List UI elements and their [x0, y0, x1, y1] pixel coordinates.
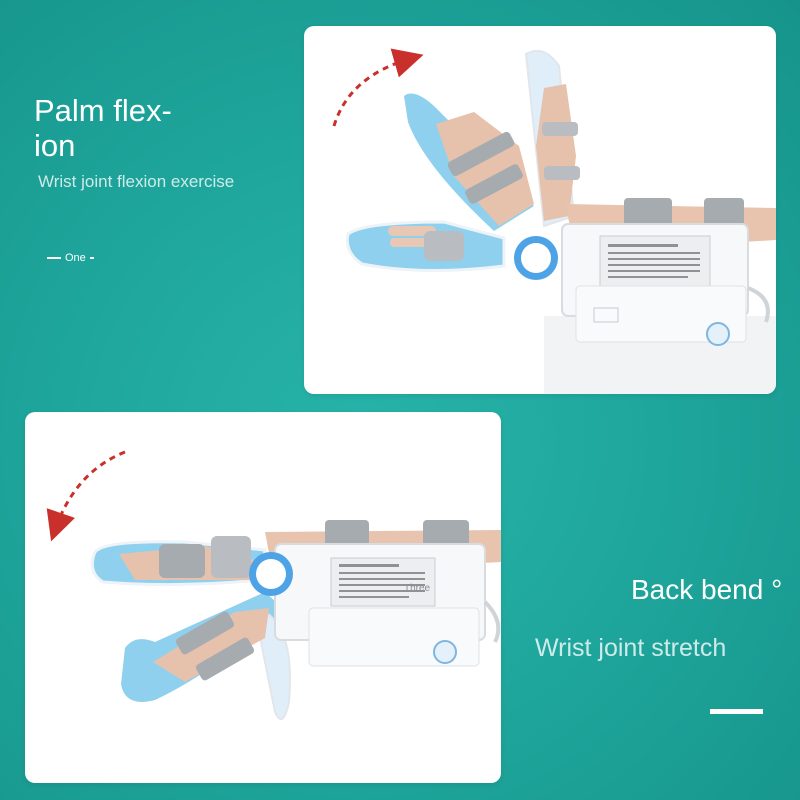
step-one-label: One [65, 252, 86, 264]
flexion-direction-arrow [332, 48, 424, 127]
wrist-stretch-subtitle: Wrist joint stretch [535, 634, 727, 662]
back-bend-direction-arrow [46, 450, 126, 542]
step-one-tag: One [47, 252, 94, 264]
back-bend-title: Back bend ° [631, 574, 783, 605]
palm-flexion-photo-card [304, 26, 776, 394]
palm-flexion-device-illustration [332, 48, 776, 394]
accent-underline [710, 709, 763, 714]
back-bend-device-illustration [46, 450, 501, 721]
back-bend-photo-card [25, 412, 501, 783]
wrist-flexion-subtitle: Wrist joint flexion exercise [38, 172, 235, 191]
palm-flexion-title: Palm flex- ion [34, 93, 172, 163]
step-three-label: Three [404, 583, 431, 594]
